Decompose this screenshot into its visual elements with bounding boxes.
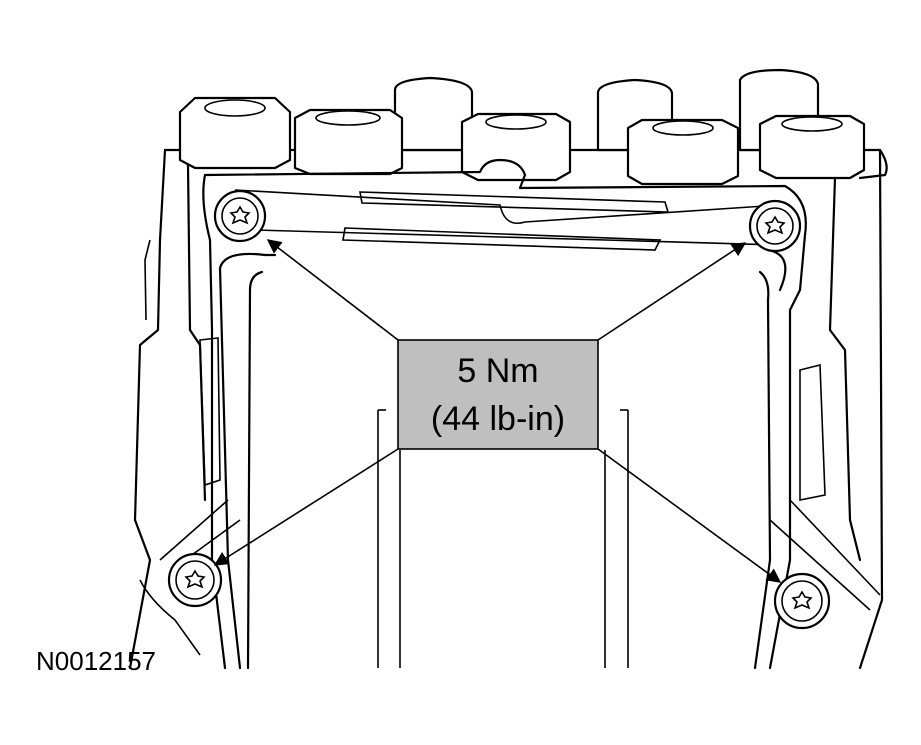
- leader-arrows: [213, 239, 782, 583]
- torx-bolt-top-right: [748, 199, 802, 253]
- torx-bolt-bottom-right: [773, 572, 831, 630]
- torx-bolt-top-left: [213, 189, 267, 243]
- callout-box: [397, 339, 599, 450]
- torx-bolt-bottom-left: [167, 552, 223, 608]
- torque-callout: 5 Nm (44 lb-in): [397, 339, 599, 450]
- hex-nut-row: [178, 68, 866, 186]
- callout-torque-imperial: (44 lb-in): [431, 400, 565, 438]
- callout-torque-metric: 5 Nm: [457, 352, 538, 390]
- figure-reference-id: N0012157: [36, 646, 156, 676]
